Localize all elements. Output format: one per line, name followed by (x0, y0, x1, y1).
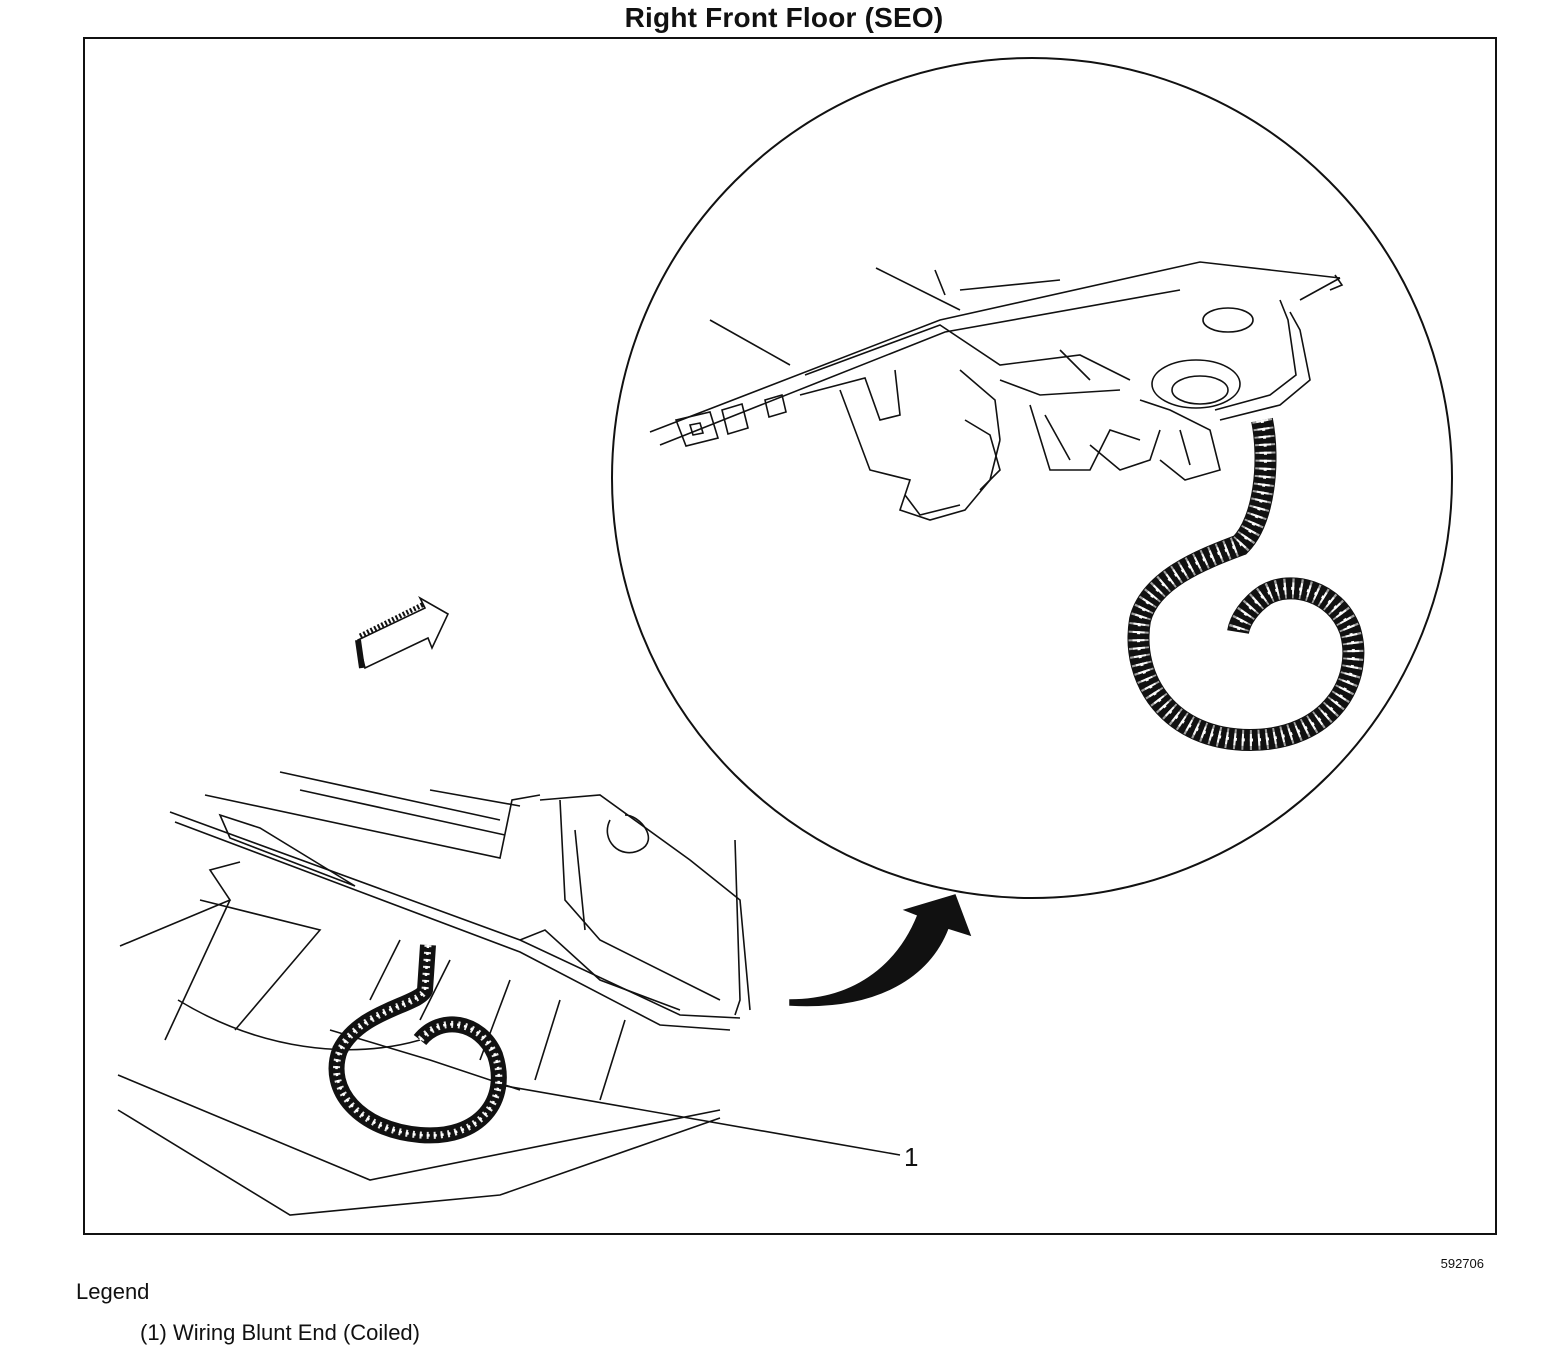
coiled-wiring-overview (328, 944, 507, 1144)
view-direction-arrow (355, 595, 450, 670)
legend-heading: Legend (76, 1279, 150, 1304)
magnified-view-circle (611, 57, 1453, 899)
legend-item: (1) Wiring Blunt End (Coiled) (140, 1320, 420, 1345)
magnify-arrow (789, 894, 972, 1007)
figure-id: 592706 (1440, 1256, 1484, 1271)
floor-panel-overview (117, 771, 751, 1216)
diagram-title: Right Front Floor (SEO) (624, 2, 944, 33)
callout-1-number: 1 (904, 1142, 918, 1172)
illustration-border (83, 37, 1497, 1235)
magnified-floor-detail (649, 261, 1344, 521)
coiled-wiring-magnified (1127, 417, 1365, 752)
callout-1-leader (499, 1084, 901, 1156)
